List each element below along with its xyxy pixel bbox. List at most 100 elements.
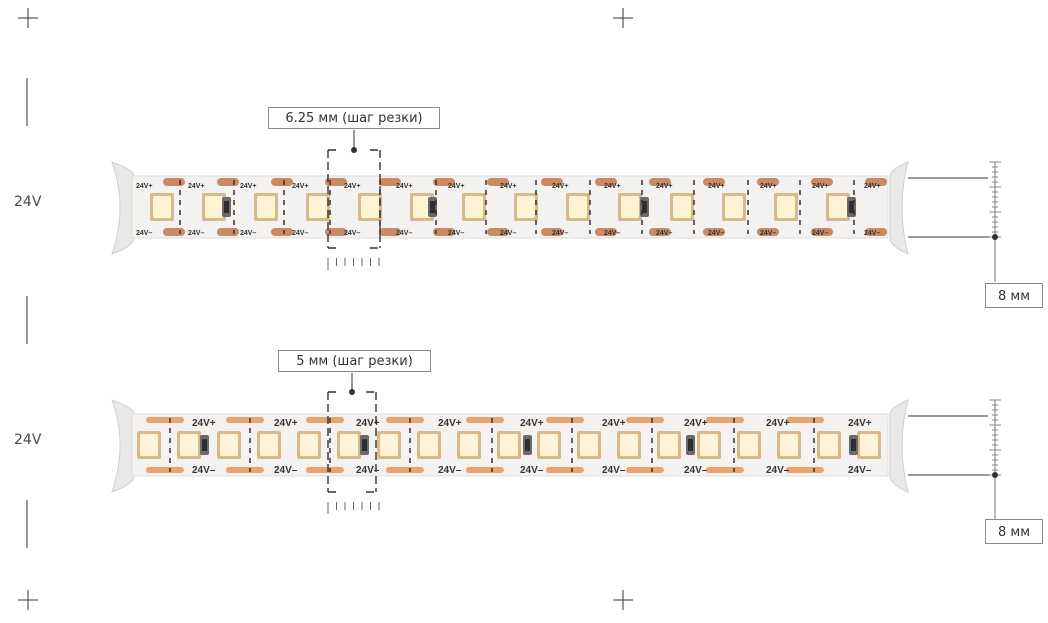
pad-label-minus: 24V– (356, 465, 380, 476)
pad-label-minus: 24V– (136, 230, 152, 237)
pad-label-minus: 24V– (188, 230, 204, 237)
pad-label-minus: 24V– (604, 230, 620, 237)
resistor-body (688, 439, 693, 451)
pad-label-minus: 24V– (812, 230, 828, 237)
led-core (820, 434, 838, 456)
resistor-body (430, 201, 435, 213)
pad-label-plus: 24V+ (520, 418, 544, 429)
copper-trace (466, 467, 504, 473)
copper-trace (706, 467, 744, 473)
led-core (460, 434, 478, 456)
pad-label-plus: 24V+ (812, 183, 829, 190)
pad-label-plus: 24V+ (240, 183, 257, 190)
copper-trace (306, 467, 344, 473)
copper-pad (541, 228, 563, 236)
copper-pad (865, 228, 887, 236)
strip-curl-left (111, 161, 135, 255)
led-core (420, 434, 438, 456)
resistor-body (362, 439, 367, 451)
voltage-label-bottom: 24V (14, 432, 42, 448)
pad-label-minus: 24V– (766, 465, 790, 476)
cut-step-bracket (327, 391, 377, 493)
resistor-body (525, 439, 530, 451)
pad-label-minus: 24V– (656, 230, 672, 237)
copper-pad (379, 178, 401, 186)
pad-label-plus: 24V+ (274, 418, 298, 429)
led-core (740, 434, 758, 456)
pad-label-plus: 24V+ (344, 183, 361, 190)
width-dot (992, 472, 998, 478)
led-core (180, 434, 198, 456)
copper-pad (433, 228, 455, 236)
copper-pad (757, 178, 779, 186)
copper-trace (146, 467, 184, 473)
cut-step-dot (351, 147, 357, 153)
pad-label-plus: 24V+ (864, 183, 881, 190)
pad-label-plus: 24V+ (438, 418, 462, 429)
resistor-body (642, 201, 647, 213)
voltage-label-top: 24V (14, 194, 42, 210)
pad-label-minus: 24V– (520, 465, 544, 476)
led-core (500, 434, 518, 456)
pad-label-plus: 24V+ (760, 183, 777, 190)
resistor-body (851, 439, 856, 451)
copper-trace (386, 417, 424, 423)
copper-pad (865, 178, 887, 186)
led-core (621, 196, 639, 218)
pad-label-minus: 24V– (500, 230, 516, 237)
copper-pad (217, 228, 239, 236)
led-core (380, 434, 398, 456)
led-core (153, 196, 171, 218)
pad-label-minus: 24V– (192, 465, 216, 476)
copper-pad (271, 228, 293, 236)
copper-trace (146, 417, 184, 423)
led-core (620, 434, 638, 456)
copper-pad (703, 228, 725, 236)
copper-pad (649, 178, 671, 186)
cut-step-label-bottom: 5 мм (шаг резки) (278, 350, 431, 372)
led-core (517, 196, 535, 218)
pad-label-plus: 24V+ (356, 418, 380, 429)
crop-mark-bottom-left (18, 590, 38, 610)
copper-pad (163, 228, 185, 236)
copper-trace (546, 467, 584, 473)
copper-pad (595, 178, 617, 186)
led-strip-top: 24V+ 24V– 24V+ 24V– 24V+ 24V– 24V+ 24V– 24V+ 24V–… (111, 130, 1001, 282)
pad-label-plus: 24V+ (604, 183, 621, 190)
copper-trace (546, 417, 584, 423)
led-core (700, 434, 718, 456)
pad-label-minus: 24V– (602, 465, 626, 476)
copper-pad (811, 178, 833, 186)
copper-pad (271, 178, 293, 186)
led-core (777, 196, 795, 218)
copper-trace (626, 417, 664, 423)
led-core (829, 196, 847, 218)
registration-marks (18, 8, 633, 610)
copper-pad (487, 228, 509, 236)
pad-label-plus: 24V+ (656, 183, 673, 190)
copper-pad (811, 228, 833, 236)
crop-mark-bottom-center (613, 590, 633, 610)
copper-trace (626, 467, 664, 473)
pad-label-minus: 24V– (438, 465, 462, 476)
led-core (257, 196, 275, 218)
copper-trace (226, 417, 264, 423)
copper-pad (217, 178, 239, 186)
led-core (413, 196, 431, 218)
copper-pad (487, 178, 509, 186)
led-core (660, 434, 678, 456)
pad-label-plus: 24V+ (766, 418, 790, 429)
pad-label-plus: 24V+ (552, 183, 569, 190)
copper-pad (649, 228, 671, 236)
led-core (361, 196, 379, 218)
pad-label-plus: 24V+ (448, 183, 465, 190)
resistor-body (202, 439, 207, 451)
pad-label-plus: 24V+ (136, 183, 153, 190)
pad-label-minus: 24V– (396, 230, 412, 237)
strip-curl-left (111, 399, 135, 493)
led-core (140, 434, 158, 456)
copper-pad (433, 178, 455, 186)
copper-trace (466, 417, 504, 423)
